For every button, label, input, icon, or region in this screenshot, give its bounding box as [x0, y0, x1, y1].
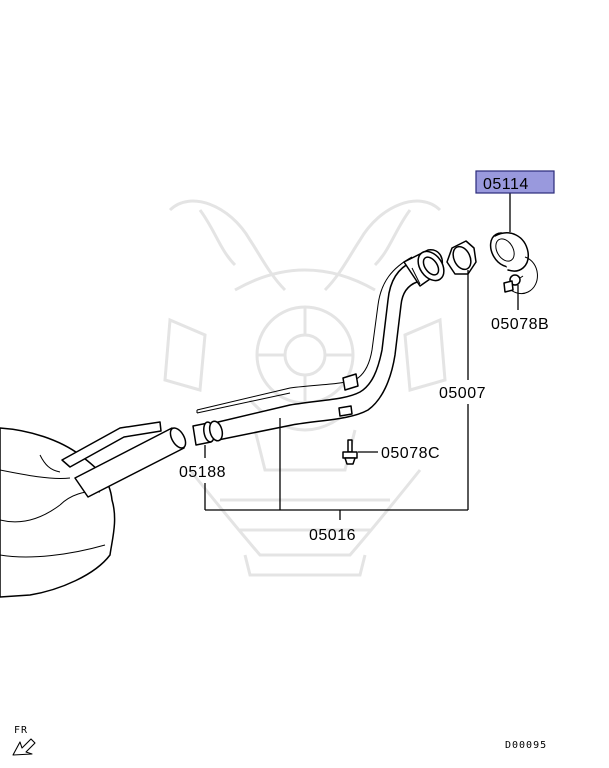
fuel-tank	[0, 427, 116, 598]
label-05114[interactable]: 05114	[483, 176, 529, 193]
label-05016[interactable]: 05016	[309, 527, 356, 544]
clamp-05078b-part	[503, 274, 524, 293]
direction-label: FR	[14, 725, 28, 736]
label-05078c[interactable]: 05078C	[381, 445, 440, 462]
diagram-code: D00095	[505, 740, 547, 751]
filler-neck-05007-part	[196, 249, 445, 442]
watermark-emblem-icon	[163, 199, 447, 577]
highlight-box	[475, 170, 555, 194]
gasket-plate-part	[446, 240, 477, 275]
clip-05078c-part	[342, 439, 358, 465]
direction-arrow-icon	[12, 738, 36, 756]
leader-lines	[204, 192, 519, 520]
breather-pipe	[61, 421, 162, 468]
label-05188[interactable]: 05188	[179, 464, 226, 481]
label-05007[interactable]: 05007	[439, 385, 486, 402]
label-05078b[interactable]: 05078B	[491, 316, 549, 333]
hose-05188-part	[74, 421, 215, 498]
fuel-cap-05114-part	[489, 232, 538, 295]
